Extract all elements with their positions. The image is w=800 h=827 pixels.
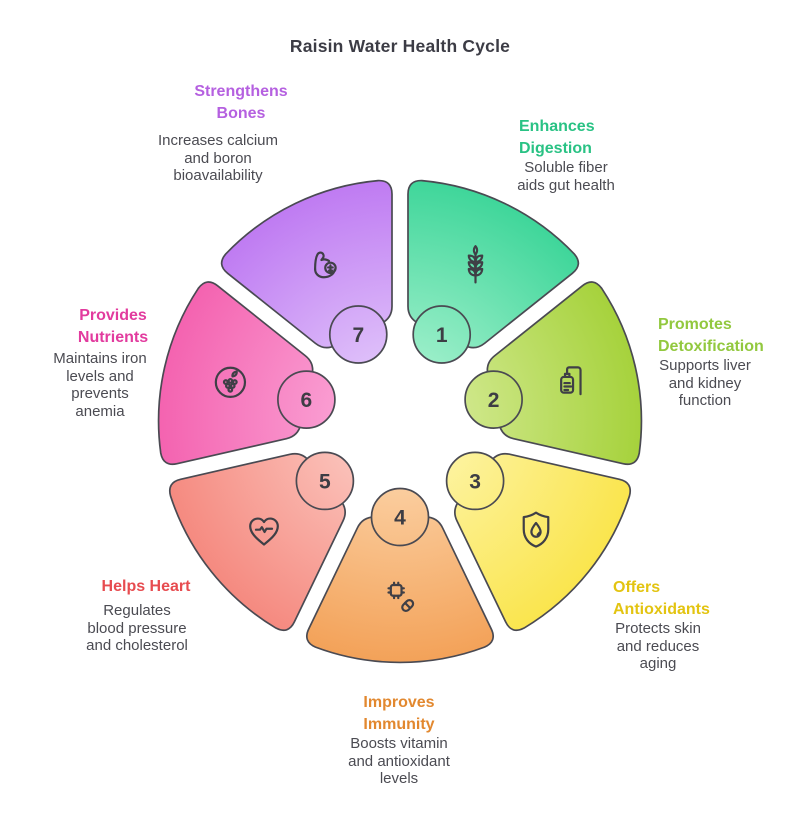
- segment-7-number-circle: [328, 305, 388, 364]
- segment-6-number: 6: [301, 389, 313, 412]
- segment-7-number: 7: [352, 324, 364, 347]
- segment-4-number: 4: [394, 507, 406, 530]
- segment-1-number-circle: [412, 305, 472, 364]
- segment-5-number-circle: [295, 451, 355, 511]
- segment-4-number-circle: [370, 487, 430, 547]
- diagram-title: Raisin Water Health Cycle: [289, 36, 511, 56]
- segment-2-number: 2: [488, 389, 500, 412]
- segment-4-wedge: [306, 516, 494, 664]
- segment-5-number: 5: [319, 470, 331, 493]
- segment-6-number-circle: [277, 370, 336, 429]
- segment-1-wedge: [407, 179, 580, 349]
- segment-1-number: 1: [436, 324, 448, 347]
- segment-2-number-circle: [464, 370, 523, 429]
- segment-7-wedge: [220, 179, 393, 349]
- segment-3-number-circle: [445, 451, 505, 511]
- segment-3-number: 3: [469, 470, 481, 493]
